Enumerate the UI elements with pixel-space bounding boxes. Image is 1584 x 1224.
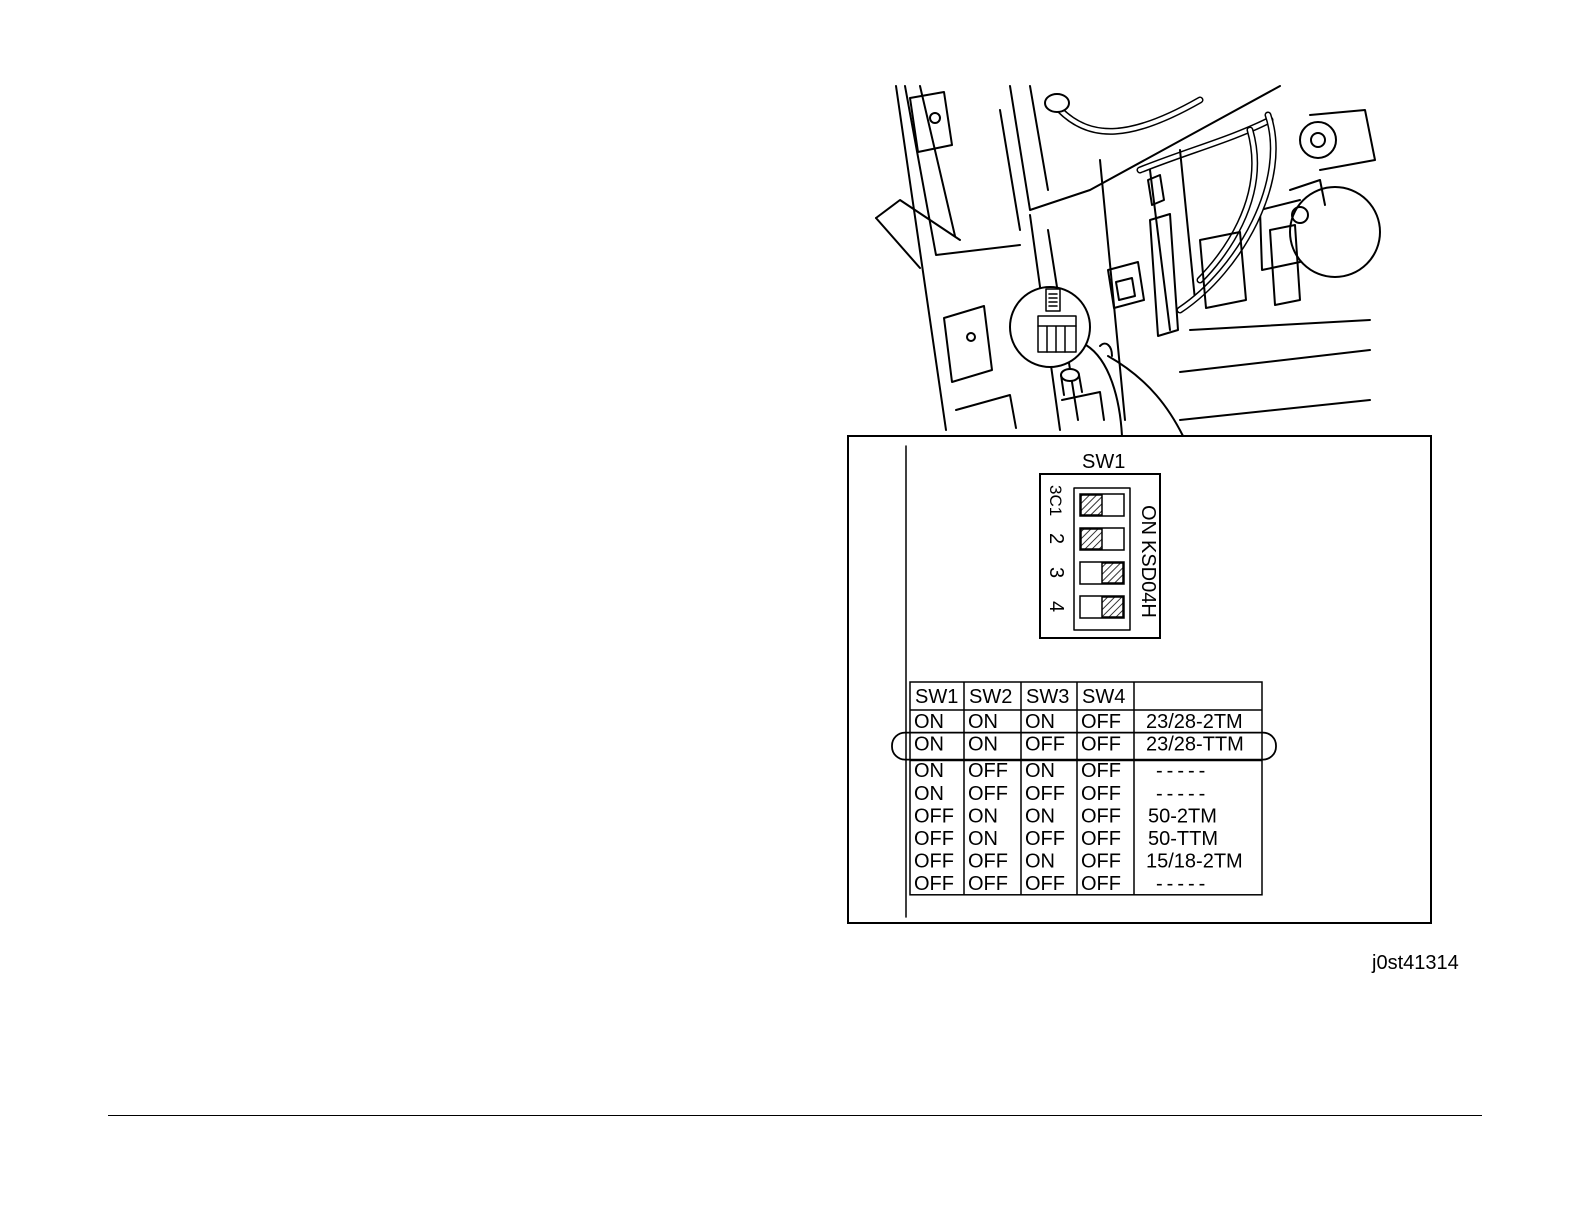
switch-knob-1 xyxy=(1081,495,1102,515)
maker-mark-label: 3C1 xyxy=(1046,485,1065,516)
table-cell: OFF xyxy=(1081,873,1121,895)
table-cell: ----- xyxy=(1156,783,1209,805)
switch-position-number: 3 xyxy=(1045,567,1067,578)
table-cell: OFF xyxy=(1081,783,1121,805)
table-cell: OFF xyxy=(968,783,1008,805)
table-cell: OFF xyxy=(1025,873,1065,895)
table-cell: ON xyxy=(1025,805,1055,827)
table-cell: OFF xyxy=(1081,851,1121,873)
table-header-cell: SW3 xyxy=(1026,686,1069,708)
switch-knob-4 xyxy=(1102,597,1123,617)
table-cell: OFF xyxy=(914,873,954,895)
table-header-cell: SW1 xyxy=(915,686,958,708)
table-cell: ON xyxy=(914,734,944,756)
footer-rule xyxy=(108,1115,1482,1116)
table-cell: OFF xyxy=(1025,828,1065,850)
part-number-label: KSD04H xyxy=(1137,540,1159,618)
figure-reference-code: j0st41314 xyxy=(1372,952,1459,975)
table-cell: 50-2TM xyxy=(1148,805,1217,827)
table-cell: OFF xyxy=(1025,734,1065,756)
table-cell: OFF xyxy=(914,828,954,850)
table-cell: ON xyxy=(914,711,944,733)
table-cell: ON xyxy=(968,734,998,756)
table-cell: OFF xyxy=(968,873,1008,895)
on-label: ON xyxy=(1137,505,1159,535)
table-cell: OFF xyxy=(1081,805,1121,827)
table-cell: ON xyxy=(914,760,944,782)
table-cell: ON xyxy=(1025,851,1055,873)
switch-knob-3 xyxy=(1102,563,1123,583)
switch-title: SW1 xyxy=(1082,451,1125,473)
table-cell: 15/18-2TM xyxy=(1146,851,1243,873)
table-cell: 23/28-TTM xyxy=(1146,734,1244,756)
table-cell: OFF xyxy=(1025,783,1065,805)
table-cell: OFF xyxy=(968,851,1008,873)
table-cell: OFF xyxy=(1081,760,1121,782)
table-cell: ----- xyxy=(1156,760,1209,782)
table-cell: ON xyxy=(1025,711,1055,733)
table-cell: OFF xyxy=(914,851,954,873)
machine-frame-drawing xyxy=(876,86,1380,430)
table-cell: OFF xyxy=(1081,711,1121,733)
table-cell: ON xyxy=(968,828,998,850)
switch-position-number: 4 xyxy=(1045,601,1067,612)
switch-position-number: 2 xyxy=(1045,533,1067,544)
table-header-cell: SW2 xyxy=(969,686,1012,708)
table-header-cell: SW4 xyxy=(1082,686,1125,708)
table-cell: OFF xyxy=(1081,734,1121,756)
table-cell: ----- xyxy=(1156,873,1209,895)
table-cell: 23/28-2TM xyxy=(1146,711,1243,733)
table-cell: ON xyxy=(968,805,998,827)
table-cell: ON xyxy=(1025,760,1055,782)
table-cell: 50-TTM xyxy=(1148,828,1218,850)
table-cell: OFF xyxy=(1081,828,1121,850)
switch-knob-2 xyxy=(1081,529,1102,549)
table-cell: ON xyxy=(968,711,998,733)
table-cell: OFF xyxy=(968,760,1008,782)
table-cell: OFF xyxy=(914,805,954,827)
table-cell: ON xyxy=(914,783,944,805)
